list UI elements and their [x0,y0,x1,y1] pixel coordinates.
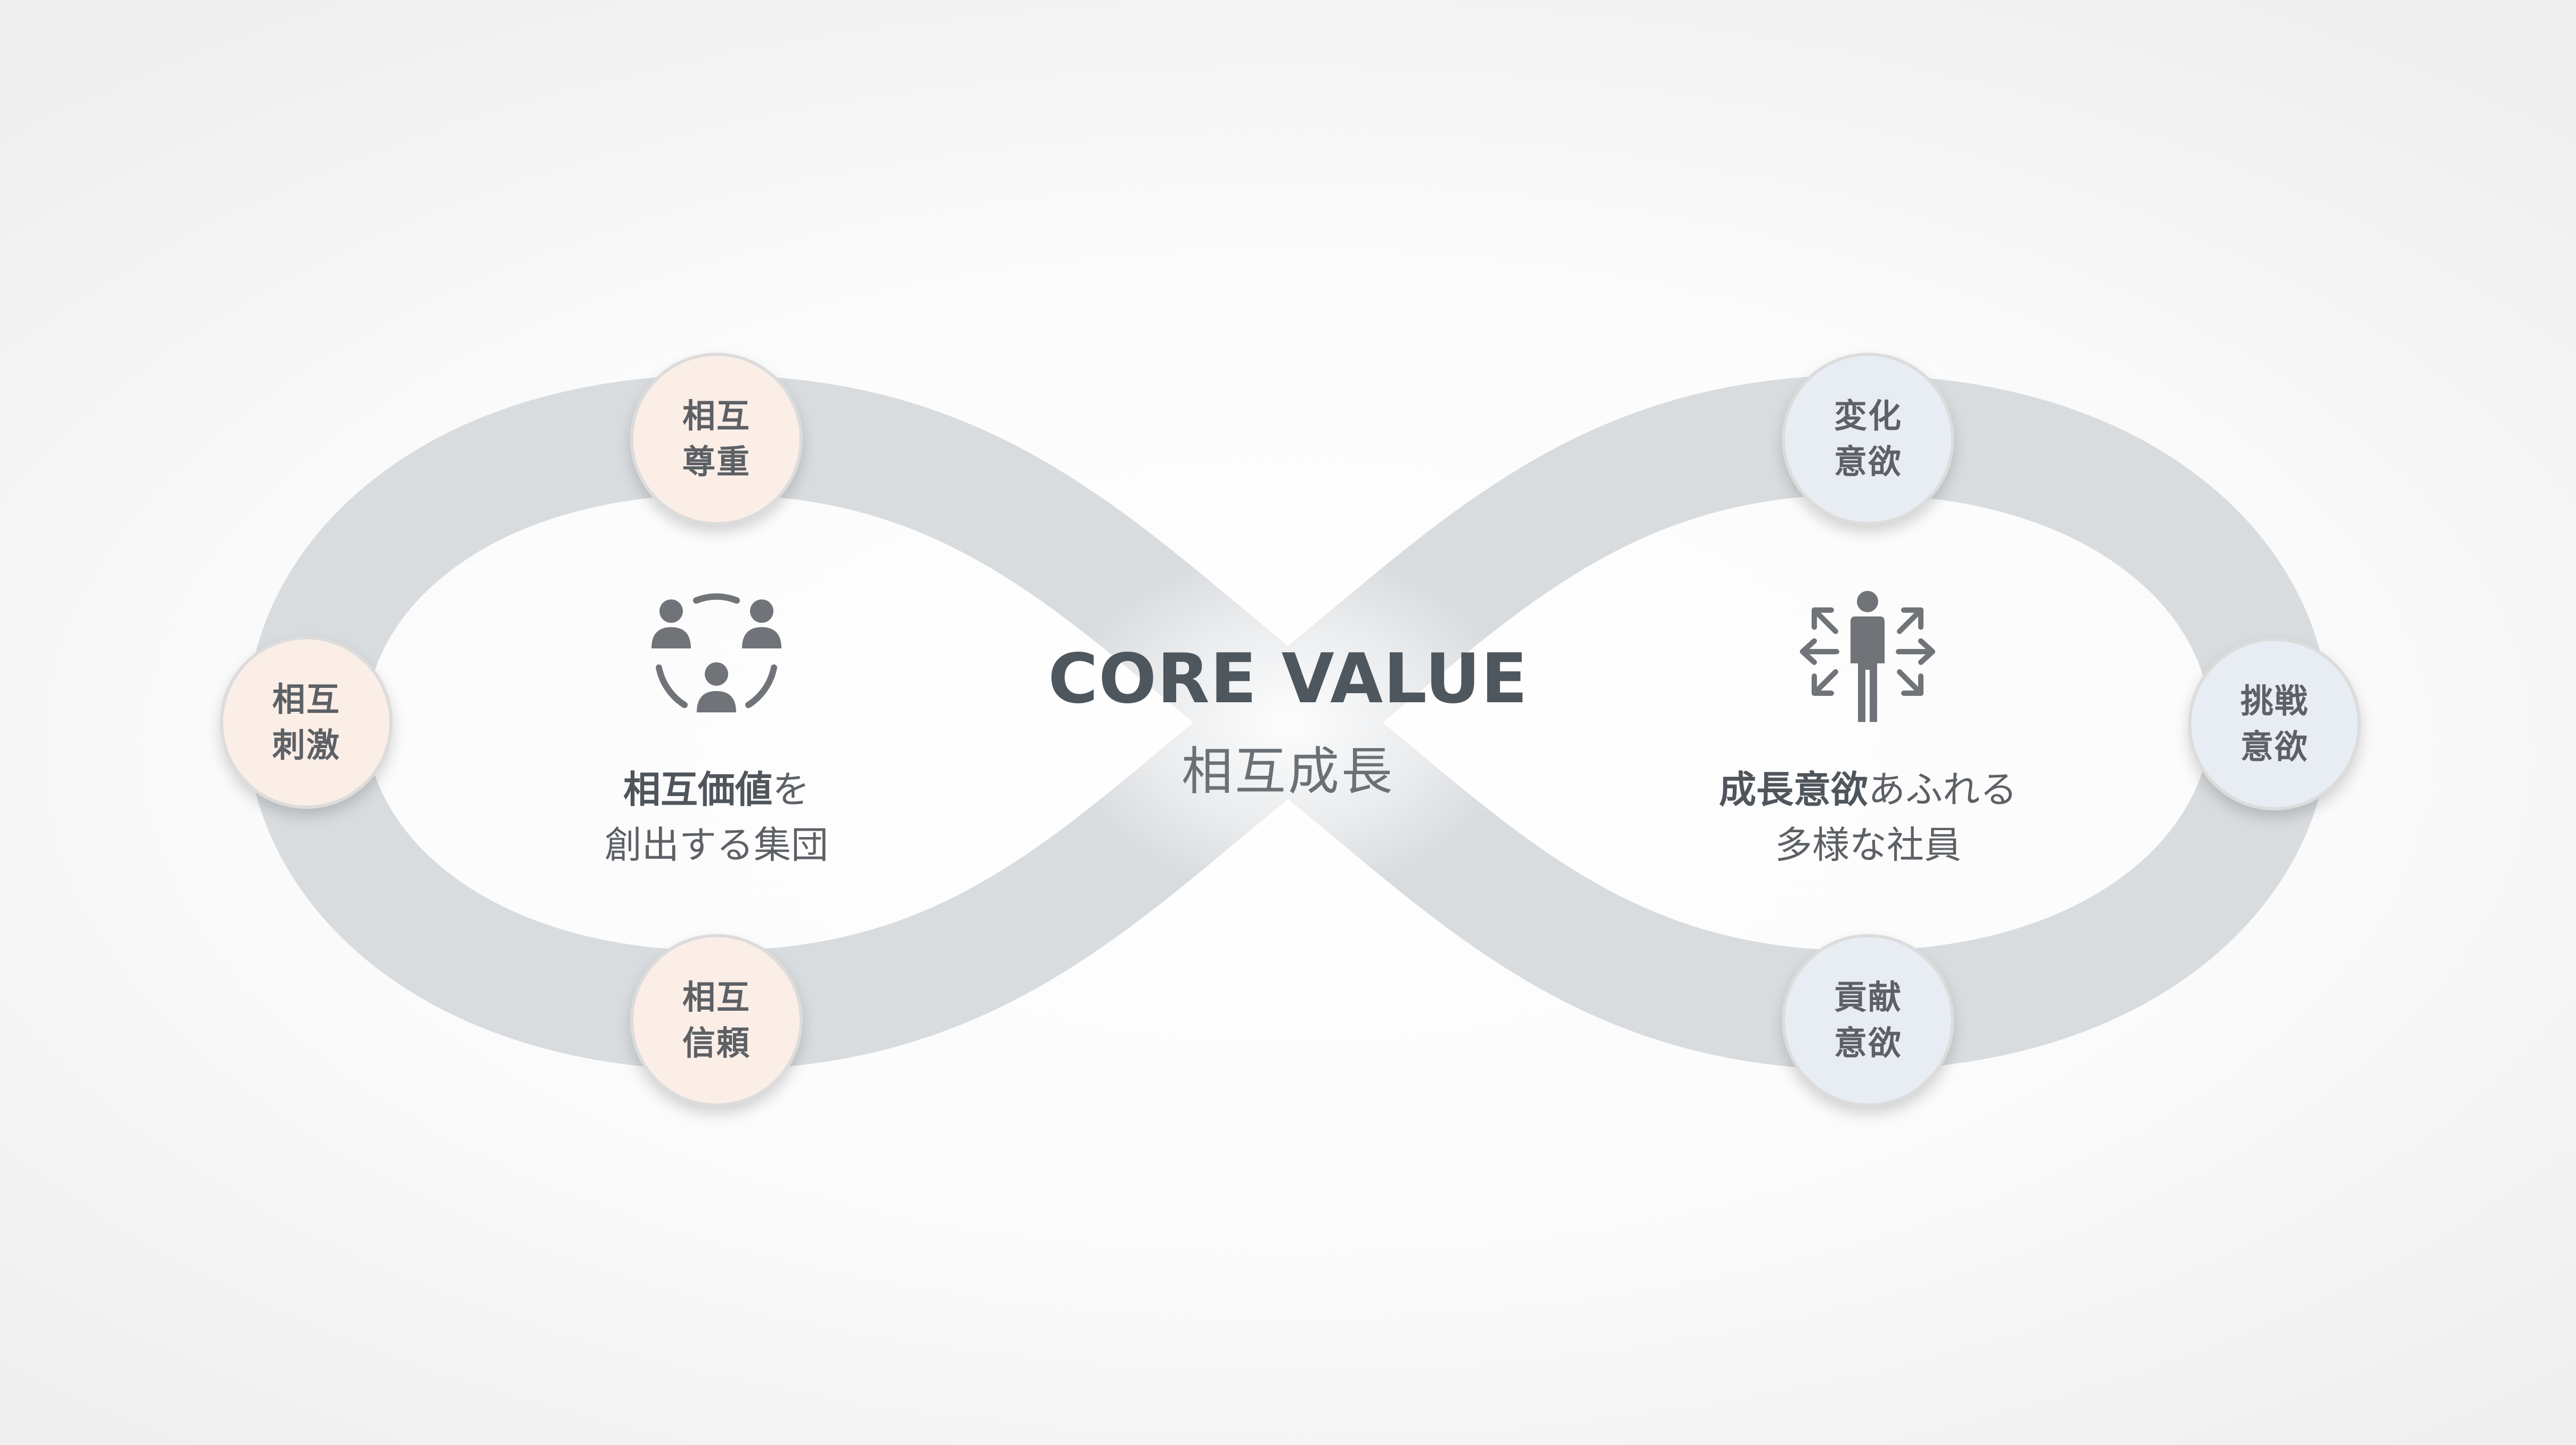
badge-line: 信頼 [682,1024,751,1062]
right-caption-line1: 成長意欲あふれる [1628,762,2108,817]
crossing-highlight [1059,547,1517,898]
left-caption: 相互価値を 創出する集団 [477,762,956,873]
badge-line: 意欲 [1833,442,1902,481]
left-caption-line2: 創出する集団 [605,823,828,867]
badge-line: 貢献 [1833,978,1902,1017]
right-caption-line2: 多様な社員 [1775,823,1961,867]
badge-line: 尊重 [682,442,751,481]
badge-desire-for-challenge: 挑戦 意欲 [2188,638,2361,810]
badge-line: 挑戦 [2240,681,2309,720]
badge-desire-to-contribute: 貢献 意欲 [1782,934,1954,1107]
badge-line: 相互 [682,396,751,435]
core-value-subtitle: 相互成長 [1181,742,1395,801]
left-caption-strong: 相互価値 [623,768,772,811]
badge-mutual-trust: 相互 信頼 [630,934,803,1107]
core-value-title: CORE VALUE [1048,639,1528,719]
right-caption: 成長意欲あふれる 多様な社員 [1628,762,2108,873]
badge-line: 意欲 [1833,1024,1902,1062]
badge-mutual-stimulus: 相互 刺激 [220,636,393,809]
team-cycle-icon [651,593,781,712]
badge-line: 相互 [682,978,751,1017]
left-caption-rest: を [772,768,810,811]
badge-line: 意欲 [2240,727,2309,766]
left-caption-line1: 相互価値を [477,762,956,817]
badge-desire-for-change: 変化 意欲 [1782,353,1954,525]
badge-line: 変化 [1833,396,1902,435]
right-caption-rest: あふれる [1868,768,2017,811]
badge-mutual-respect: 相互 尊重 [630,353,803,525]
badge-line: 相互 [272,680,340,719]
badge-line: 刺激 [272,726,340,765]
person-arrows-icon [1800,591,1935,722]
right-caption-strong: 成長意欲 [1719,768,1868,811]
